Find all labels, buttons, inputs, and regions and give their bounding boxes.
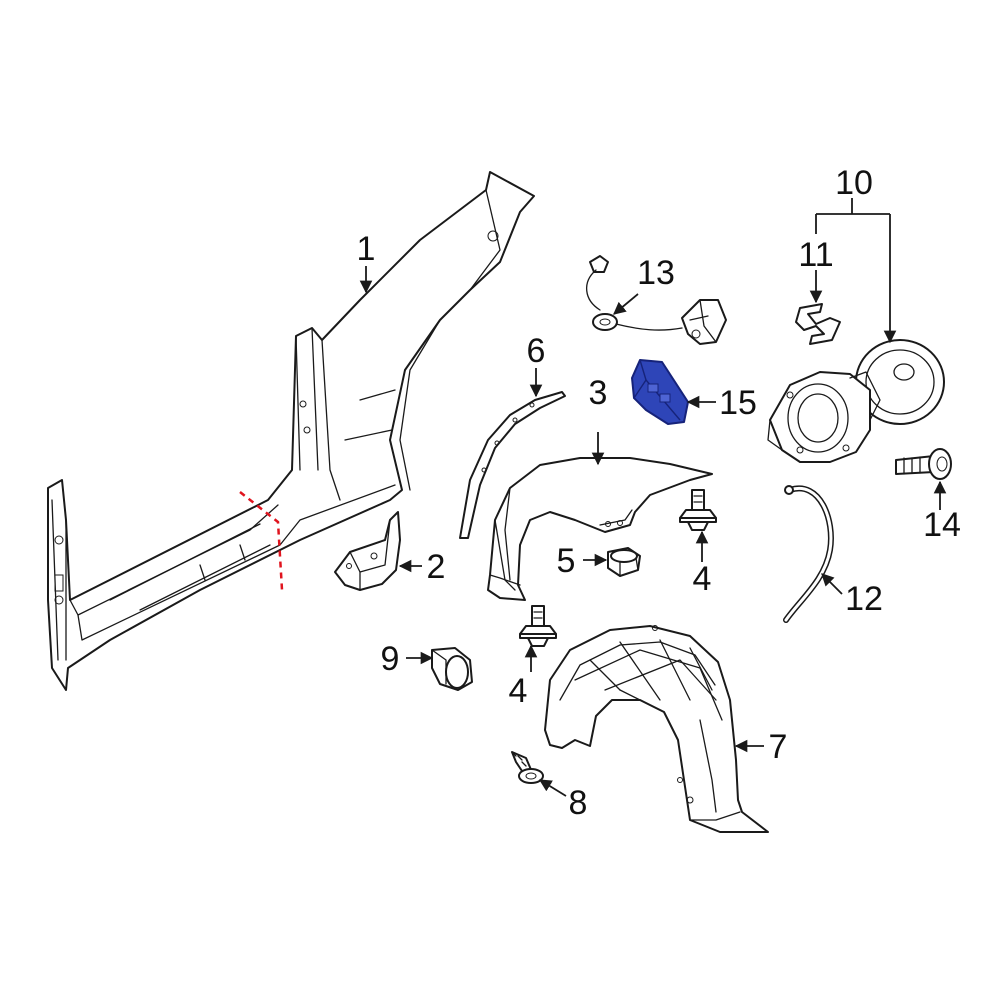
callout-9: 9 (381, 640, 400, 678)
part-2-bracket[interactable] (334, 511, 401, 591)
callout-7: 7 (769, 728, 788, 766)
callout-12: 12 (845, 580, 883, 618)
callout-6: 6 (527, 332, 546, 370)
callout-5: 5 (557, 542, 576, 580)
part-7-wheel-liner[interactable] (544, 625, 769, 833)
callout-13: 13 (637, 254, 675, 292)
callout-10: 10 (835, 164, 873, 202)
callout-4-lower: 4 (509, 672, 528, 710)
callout-3: 3 (589, 374, 608, 412)
cut-line (239, 491, 284, 591)
part-10-fuel-door-assembly[interactable] (767, 339, 945, 463)
part-12-drain-hose[interactable] (783, 485, 834, 623)
callout-4-upper: 4 (693, 560, 712, 598)
callout-1: 1 (357, 230, 376, 268)
part-13-wiring-harness[interactable] (586, 255, 727, 345)
callout-15: 15 (719, 384, 757, 422)
part-4-push-pin-upper[interactable] (679, 489, 717, 531)
callout-8: 8 (569, 784, 588, 822)
leader-lines (359, 198, 947, 797)
callout-2: 2 (427, 548, 446, 586)
part-14-screw[interactable] (895, 448, 952, 480)
part-1-quarter-panel[interactable] (47, 171, 535, 691)
callout-11: 11 (798, 236, 833, 274)
part-5-nut[interactable] (607, 547, 641, 577)
part-8-bolt[interactable] (511, 751, 544, 784)
part-6-molding-strip[interactable] (459, 391, 566, 539)
part-4-push-pin-lower[interactable] (519, 605, 557, 647)
part-3-fender[interactable] (487, 457, 713, 601)
part-11-emblem[interactable] (795, 303, 841, 345)
callout-14: 14 (923, 506, 961, 544)
part-15-sensor-module[interactable] (631, 359, 689, 425)
part-9-grommet[interactable] (431, 647, 473, 691)
